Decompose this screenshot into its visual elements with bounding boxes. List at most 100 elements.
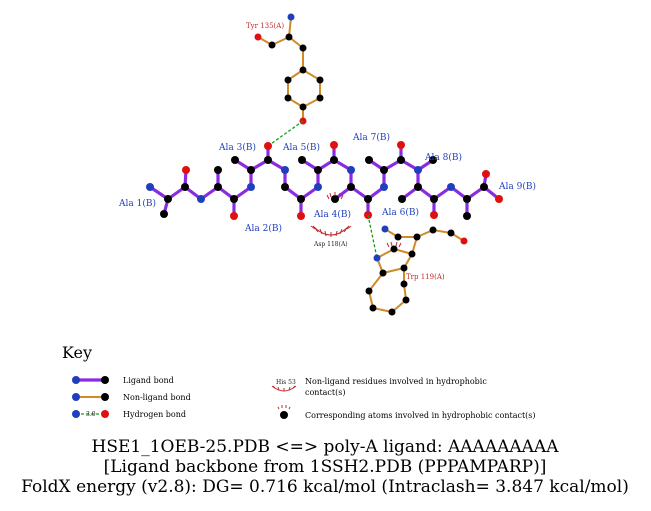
atom-c	[299, 103, 307, 111]
atom-c	[429, 156, 437, 164]
atom-c	[316, 94, 324, 102]
atom-c	[281, 183, 289, 191]
label-ala8: Ala 8(B)	[424, 152, 462, 163]
key-ligand-bond: Ligand bond	[123, 376, 174, 385]
atom-o	[330, 141, 338, 149]
key-atom	[101, 410, 109, 418]
atom-c	[463, 195, 471, 203]
atom-c	[369, 304, 377, 312]
atom-c	[160, 210, 168, 218]
label-ala4: Ala 4(B)	[313, 209, 351, 220]
hydrogen-bond	[267, 120, 304, 147]
key-hydrogen-bond: Hydrogen bond	[123, 410, 186, 419]
key: Key Ligand bond Non-ligand bond 3.0 Hydr…	[62, 343, 536, 420]
residue-asp118: Asp 118(A)	[310, 225, 352, 248]
atom-c	[247, 166, 255, 174]
hydrogen-bond	[367, 214, 378, 259]
key-nonligand-bond: Non-ligand bond	[123, 393, 191, 402]
caption-line2: [Ligand backbone from 1SSH2.PDB (PPPAMPA…	[104, 457, 547, 477]
key-atom	[72, 410, 80, 418]
atom-n	[373, 254, 381, 262]
atom-c	[480, 183, 488, 191]
atom-c	[314, 166, 322, 174]
atom-c	[347, 183, 355, 191]
key-hydrophobic-residues-line2: contact(s)	[305, 388, 345, 397]
atom-c	[364, 195, 372, 203]
atom-c	[330, 156, 338, 164]
atom-c	[447, 229, 455, 237]
label-ala9: Ala 9(B)	[498, 181, 536, 192]
key-hydrophobic-atoms: Corresponding atoms involved in hydropho…	[305, 411, 536, 420]
atom-c	[413, 233, 421, 241]
atom-o	[482, 170, 490, 178]
atom-c	[365, 156, 373, 164]
atom-n	[287, 13, 295, 21]
atom-n	[146, 183, 154, 191]
atom-c	[214, 183, 222, 191]
key-atom	[280, 411, 288, 419]
caption: HSE1_1OEB-25.PDB <=> poly-A ligand: AAAA…	[21, 437, 629, 497]
atom-c	[379, 269, 387, 277]
atom-n	[414, 166, 422, 174]
hydrophobic-atom-marks	[326, 192, 344, 200]
atom-c	[414, 183, 422, 191]
key-atom	[101, 376, 109, 384]
atom-o	[397, 141, 405, 149]
atom-c	[164, 195, 172, 203]
atom-o	[495, 195, 503, 203]
atom-c	[299, 66, 307, 74]
caption-line3: FoldX energy (v2.8): DG= 0.716 kcal/mol …	[21, 477, 629, 497]
atom-c	[268, 41, 276, 49]
atom-c	[331, 195, 339, 203]
atom-n	[281, 166, 289, 174]
atom-o	[254, 33, 262, 41]
atom-c	[430, 195, 438, 203]
atom-c	[390, 245, 398, 253]
atom-o	[230, 212, 238, 220]
label-ala3: Ala 3(B)	[218, 142, 256, 153]
key-hb-distance: 3.0	[86, 411, 96, 418]
label-trp119: Trp 119(A)	[406, 273, 445, 281]
key-hydrophobic-residues-line1: Non-ligand residues involved in hydropho…	[305, 377, 487, 386]
key-atom	[72, 393, 80, 401]
caption-line1: HSE1_1OEB-25.PDB <=> poly-A ligand: AAAA…	[92, 437, 560, 457]
atom-c	[297, 195, 305, 203]
atom-c	[397, 156, 405, 164]
label-ala7: Ala 7(B)	[352, 132, 390, 143]
atom-c	[316, 76, 324, 84]
atom-o	[460, 237, 468, 245]
atom-o	[297, 212, 305, 220]
atom-c	[398, 195, 406, 203]
label-tyr135: Tyr 135(A)	[246, 22, 284, 30]
atom-c	[380, 166, 388, 174]
atom-c	[400, 264, 408, 272]
ligand-atoms	[146, 141, 503, 220]
atom-n	[447, 183, 455, 191]
residue-trp119: Trp 119(A)	[365, 225, 468, 316]
ligand-residue-labels: Ala 1(B) Ala 2(B) Ala 3(B) Ala 4(B) Ala …	[118, 132, 536, 234]
atom-o	[430, 211, 438, 219]
key-title: Key	[62, 343, 92, 362]
atom-c	[181, 183, 189, 191]
atom-o	[182, 166, 190, 174]
atom-c	[400, 280, 408, 288]
label-ala1: Ala 1(B)	[118, 198, 156, 209]
atom-n	[197, 195, 205, 203]
key-atom	[101, 393, 109, 401]
atom-c	[394, 233, 402, 241]
atom-c	[230, 195, 238, 203]
label-asp118: Asp 118(A)	[313, 241, 348, 248]
atom-c	[402, 296, 410, 304]
atom-n	[347, 166, 355, 174]
key-his53: His 53	[276, 379, 296, 386]
atom-n	[314, 183, 322, 191]
residue-tyr135: Tyr 135(A)	[246, 13, 324, 125]
atom-c	[231, 156, 239, 164]
atom-c	[463, 212, 471, 220]
atom-c	[429, 226, 437, 234]
atom-c	[388, 308, 396, 316]
atom-c	[285, 33, 293, 41]
atom-c	[299, 44, 307, 52]
atom-c	[214, 166, 222, 174]
